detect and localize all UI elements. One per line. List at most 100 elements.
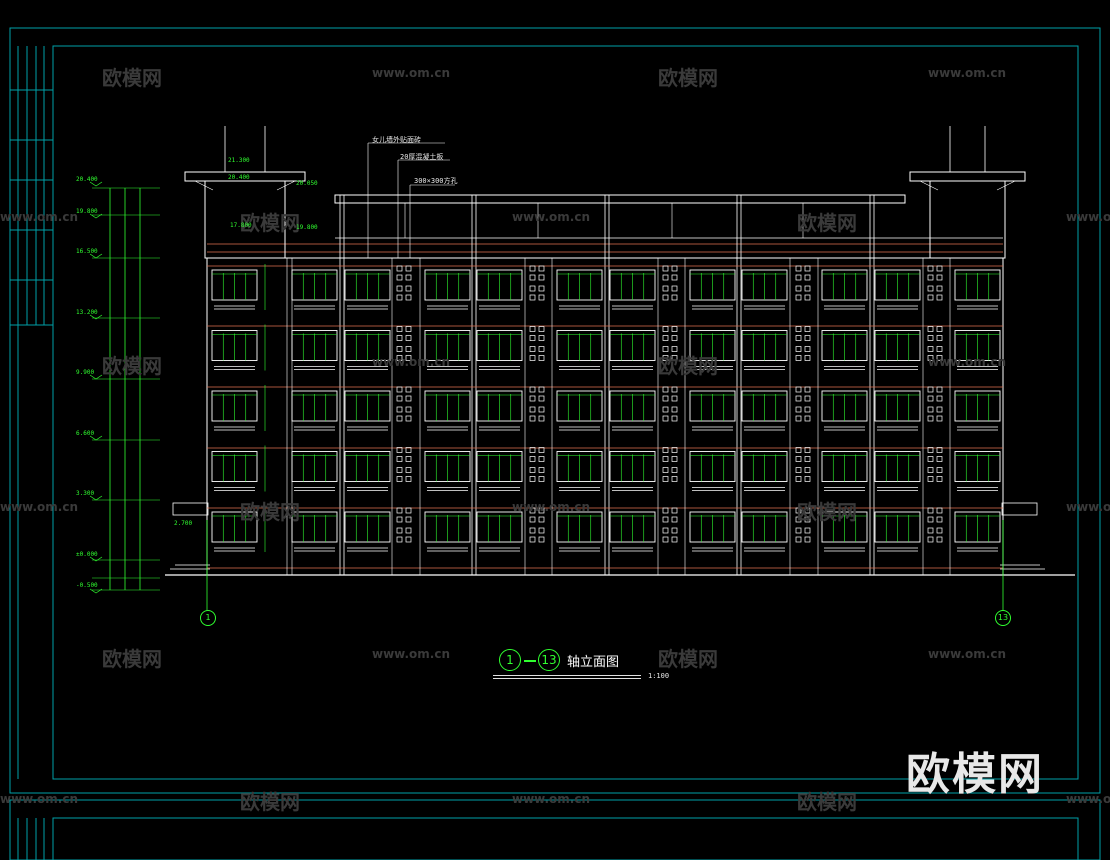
vent-square	[405, 536, 412, 543]
axis-bubble-left: 1	[200, 610, 216, 626]
vent-square	[927, 265, 934, 272]
level-label: 17.800	[230, 222, 252, 229]
vent-square	[405, 294, 412, 301]
vent-square	[405, 395, 412, 402]
vent-square	[538, 294, 545, 301]
watermark-brand: 欧模网	[658, 66, 718, 90]
vent-square	[927, 285, 934, 292]
vent-square	[405, 346, 412, 352]
vent-square	[804, 447, 811, 453]
vent-square	[927, 335, 934, 341]
vent-square	[795, 415, 802, 422]
level-symbol	[89, 181, 103, 187]
watermark-brand: 欧模网	[240, 500, 300, 524]
tower-cap	[184, 171, 306, 182]
vent-square	[671, 467, 678, 473]
title-underline	[493, 675, 641, 676]
vent-square	[396, 527, 403, 534]
vent-square	[936, 467, 943, 473]
vent-square	[529, 265, 536, 272]
watermark-url: www.om.cn	[928, 66, 1007, 80]
vent-square	[538, 335, 545, 341]
vent-square	[804, 507, 811, 514]
vent-square	[795, 335, 802, 341]
vent-square	[396, 294, 403, 301]
vent-square	[927, 456, 934, 462]
vent-square	[671, 536, 678, 543]
vent-square	[396, 516, 403, 523]
watermark-brand: 欧模网	[658, 647, 718, 671]
vent-square	[662, 274, 669, 281]
vent-square	[529, 406, 536, 413]
vent-square	[936, 386, 943, 393]
vent-square	[538, 386, 545, 393]
vent-square	[936, 285, 943, 292]
vent-square	[927, 386, 934, 393]
vent-square	[662, 415, 669, 422]
vent-square	[671, 516, 678, 523]
vent-square	[927, 415, 934, 422]
vent-square	[662, 527, 669, 534]
vent-square	[671, 355, 678, 361]
vent-square	[804, 415, 811, 422]
watermark-url: www.om.cn	[0, 500, 79, 514]
vent-square	[795, 285, 802, 292]
vent-square	[936, 274, 943, 281]
vent-square	[529, 456, 536, 462]
entrance-canopy-right	[1001, 502, 1038, 516]
tower-cap-bracket	[276, 180, 296, 191]
vent-square	[529, 476, 536, 482]
level-label: 20.050	[296, 180, 318, 187]
vent-square	[936, 527, 943, 534]
vent-square	[795, 447, 802, 453]
vent-square	[936, 395, 943, 402]
vent-square	[405, 326, 412, 332]
vent-square	[927, 274, 934, 281]
level-label: 3.300	[76, 490, 95, 497]
level-label: 16.500	[76, 248, 98, 255]
vent-square	[927, 536, 934, 543]
vent-square	[662, 456, 669, 462]
vent-square	[529, 274, 536, 281]
vent-square	[671, 415, 678, 422]
vent-square	[936, 326, 943, 332]
vent-square	[538, 346, 545, 352]
vent-square	[671, 406, 678, 413]
vent-square	[671, 326, 678, 332]
vent-square	[804, 386, 811, 393]
watermark-brand: 欧模网	[102, 647, 162, 671]
vent-square	[538, 476, 545, 482]
outer-sheet-frame	[9, 27, 1101, 794]
vent-square	[662, 265, 669, 272]
vent-square	[671, 265, 678, 272]
vent-square	[662, 326, 669, 332]
vent-square	[662, 294, 669, 301]
watermark-brand: 欧模网	[658, 354, 718, 378]
vent-square	[795, 527, 802, 534]
vent-square	[936, 406, 943, 413]
vent-square	[529, 355, 536, 361]
lower-inner-frame	[52, 817, 1079, 860]
vent-square	[538, 536, 545, 543]
watermark-url: www.om.cn	[372, 66, 451, 80]
vent-square	[405, 507, 412, 514]
vent-square	[936, 476, 943, 482]
vent-square	[671, 274, 678, 281]
annotation-note: 300×300方孔	[414, 177, 458, 185]
vent-square	[671, 456, 678, 462]
vent-square	[529, 507, 536, 514]
vent-square	[936, 516, 943, 523]
vent-square	[804, 476, 811, 482]
vent-square	[529, 447, 536, 453]
roof-parapet	[334, 194, 906, 204]
vent-square	[662, 285, 669, 292]
vent-square	[671, 285, 678, 292]
watermark-brand: 欧模网	[240, 790, 300, 814]
vent-square	[396, 536, 403, 543]
vent-square	[529, 536, 536, 543]
vent-square	[538, 326, 545, 332]
vent-square	[396, 415, 403, 422]
vent-square	[396, 456, 403, 462]
vent-square	[529, 285, 536, 292]
vent-square	[405, 335, 412, 341]
